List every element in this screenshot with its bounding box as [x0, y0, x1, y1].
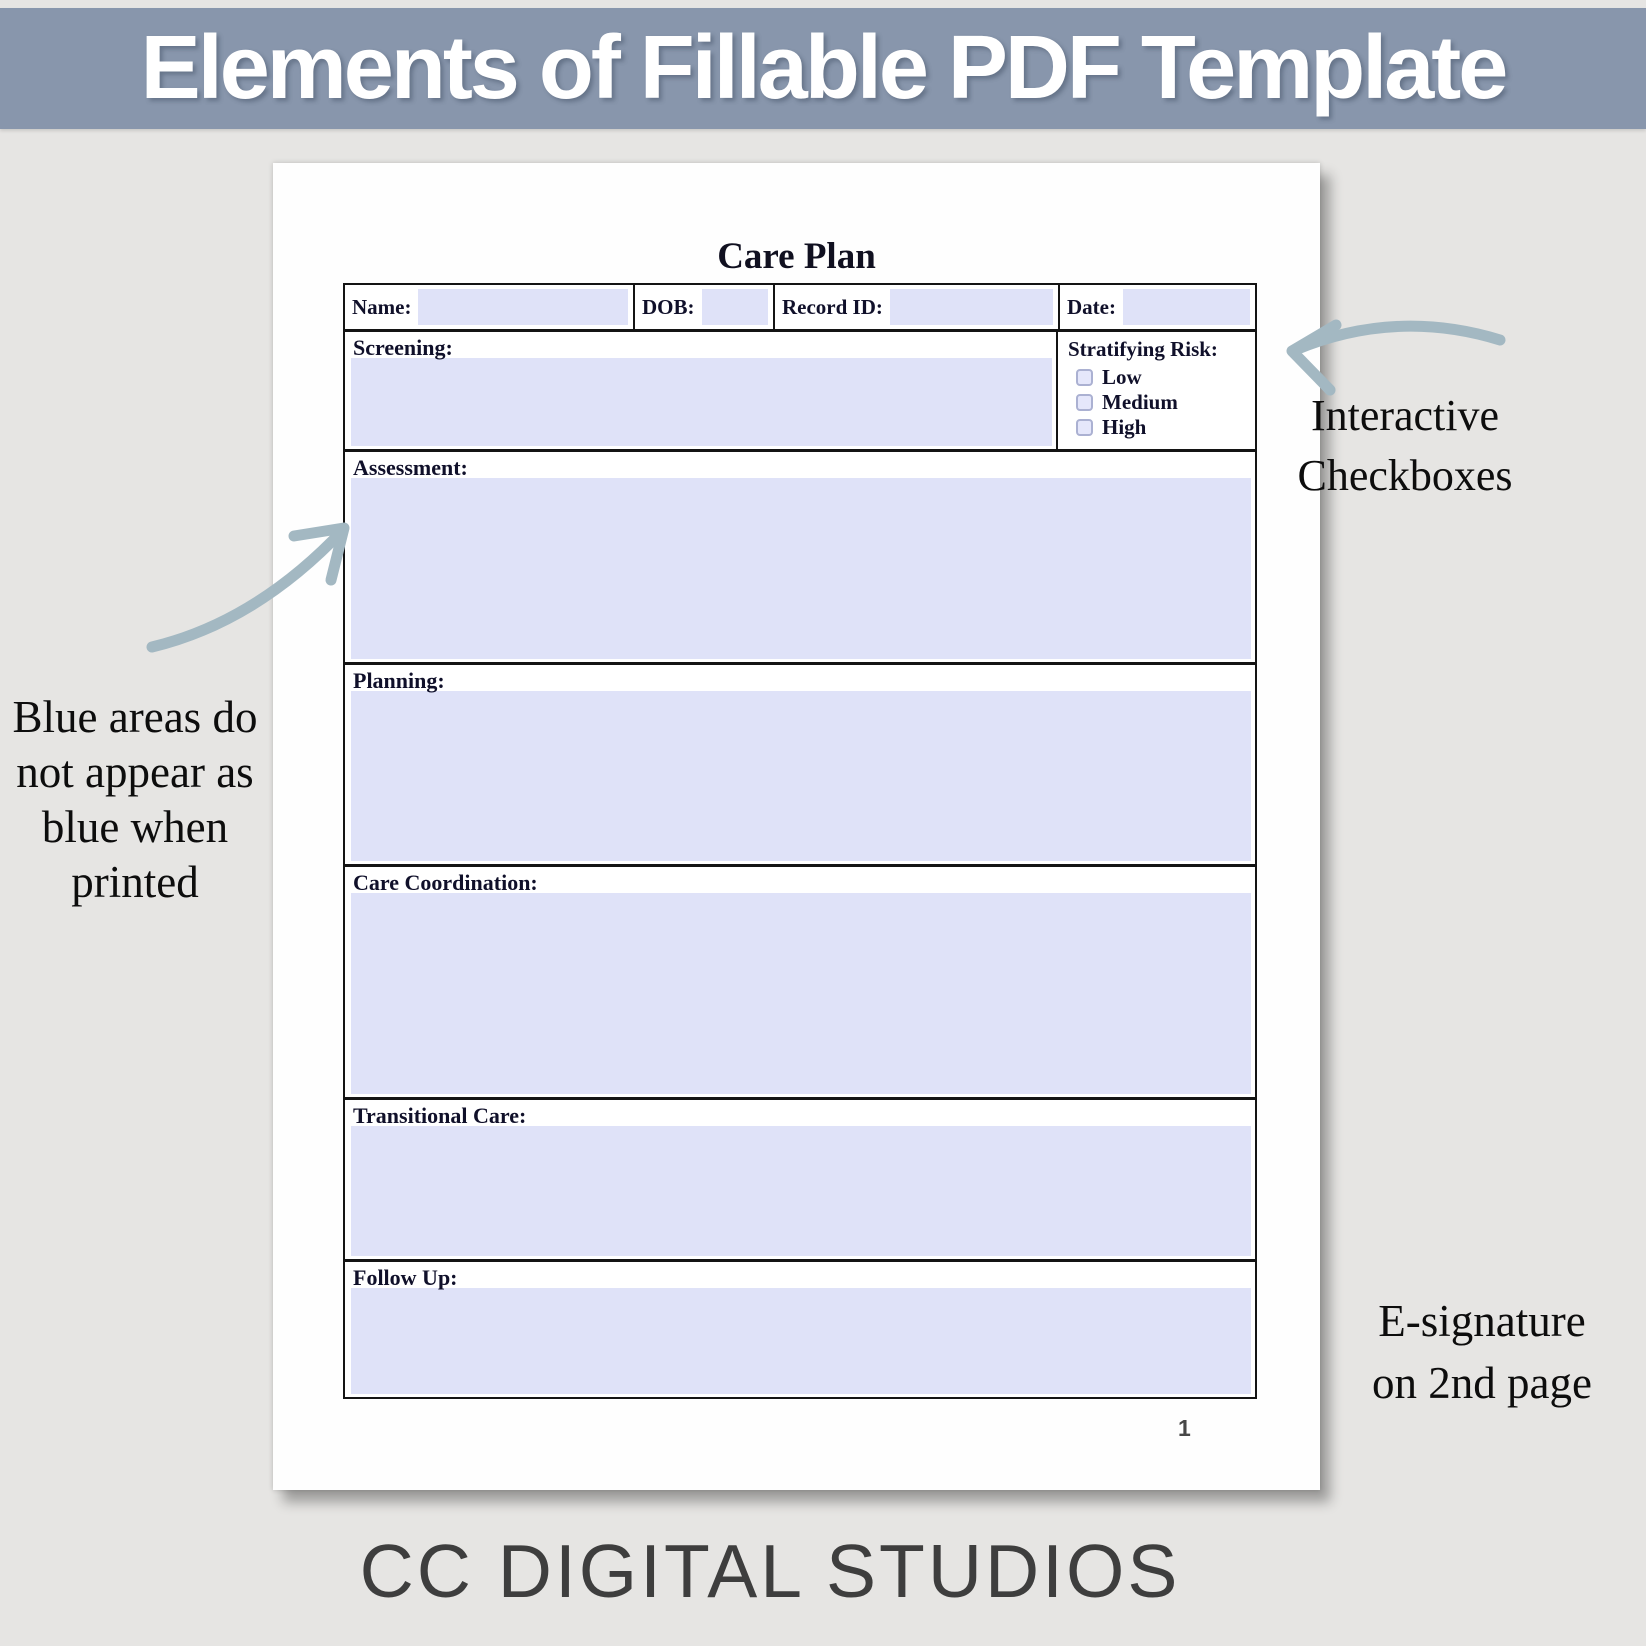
follow-up-label: Follow Up:: [353, 1265, 458, 1290]
record-id-label: Record ID:: [782, 294, 883, 319]
arrow-up-right-icon: [146, 522, 350, 653]
follow-up-input-area[interactable]: [351, 1288, 1251, 1394]
note-interactive-checkboxes: Interactive Checkboxes: [1250, 386, 1560, 506]
field-name: Name:: [345, 285, 635, 329]
note-line: not appear as: [16, 747, 254, 797]
note-line: Checkboxes: [1297, 451, 1513, 500]
care-plan-form-table: Name: DOB: Record ID: Date: Screening:: [343, 283, 1257, 1399]
date-input-area[interactable]: [1122, 289, 1250, 325]
footer-brand: CC DIGITAL STUDIOS: [359, 1529, 1181, 1613]
date-label: Date:: [1067, 294, 1116, 319]
section-follow-up: Follow Up:: [345, 1262, 1255, 1397]
name-input-area[interactable]: [418, 289, 628, 325]
assessment-label: Assessment:: [353, 455, 468, 480]
note-blue-areas-print: Blue areas do not appear as blue when pr…: [0, 690, 270, 910]
note-line: Blue areas do: [12, 692, 258, 742]
medium-label: Medium: [1102, 390, 1178, 414]
care-coordination-input-area[interactable]: [351, 893, 1251, 1094]
section-care-coordination: Care Coordination:: [345, 867, 1255, 1100]
low-label: Low: [1102, 365, 1142, 389]
field-record-id: Record ID:: [775, 285, 1060, 329]
dob-label: DOB:: [642, 294, 695, 319]
note-line: Interactive: [1310, 391, 1500, 440]
stratifying-risk-label: Stratifying Risk:: [1068, 337, 1218, 361]
high-label: High: [1102, 415, 1147, 439]
screening-cell: Screening:: [345, 332, 1058, 449]
field-dob: DOB:: [635, 285, 775, 329]
form-header-row: Name: DOB: Record ID: Date:: [345, 285, 1255, 332]
section-assessment: Assessment:: [345, 452, 1255, 665]
section-screening: Screening: Stratifying Risk: Low Medium …: [345, 332, 1255, 452]
note-line: blue when: [41, 802, 229, 852]
care-coordination-label: Care Coordination:: [353, 870, 538, 895]
pdf-page-preview: Care Plan Name: DOB: Record ID: Date:: [273, 163, 1320, 1490]
page-number: 1: [1178, 1415, 1191, 1441]
field-date: Date:: [1060, 285, 1255, 329]
dob-input-area[interactable]: [701, 289, 768, 325]
stratifying-risk-cell: Stratifying Risk: Low Medium High: [1058, 332, 1255, 449]
section-planning: Planning:: [345, 665, 1255, 867]
planning-input-area[interactable]: [351, 691, 1251, 861]
banner-title: Elements of Fillable PDF Template: [140, 18, 1509, 118]
checkbox-low[interactable]: [1076, 369, 1093, 386]
assessment-input-area[interactable]: [351, 478, 1251, 659]
section-transitional-care: Transitional Care:: [345, 1100, 1255, 1262]
note-line: on 2nd page: [1372, 1358, 1592, 1408]
risk-option-high: High: [1076, 415, 1146, 440]
transitional-care-label: Transitional Care:: [353, 1103, 527, 1128]
screening-input-area[interactable]: [351, 358, 1052, 446]
banner: Elements of Fillable PDF Template: [0, 8, 1646, 129]
document-title: Care Plan: [717, 236, 876, 277]
transitional-care-input-area[interactable]: [351, 1126, 1251, 1256]
arrow-left-icon: [1286, 319, 1506, 396]
record-id-input-area[interactable]: [889, 289, 1053, 325]
name-label: Name:: [352, 294, 412, 319]
risk-option-medium: Medium: [1076, 390, 1178, 415]
risk-option-low: Low: [1076, 365, 1142, 390]
note-line: printed: [71, 857, 199, 907]
checkbox-medium[interactable]: [1076, 394, 1093, 411]
note-esignature: E-signature on 2nd page: [1318, 1290, 1646, 1414]
planning-label: Planning:: [353, 668, 445, 693]
checkbox-high[interactable]: [1076, 419, 1093, 436]
screening-label: Screening:: [353, 335, 453, 360]
note-line: E-signature: [1378, 1296, 1586, 1346]
